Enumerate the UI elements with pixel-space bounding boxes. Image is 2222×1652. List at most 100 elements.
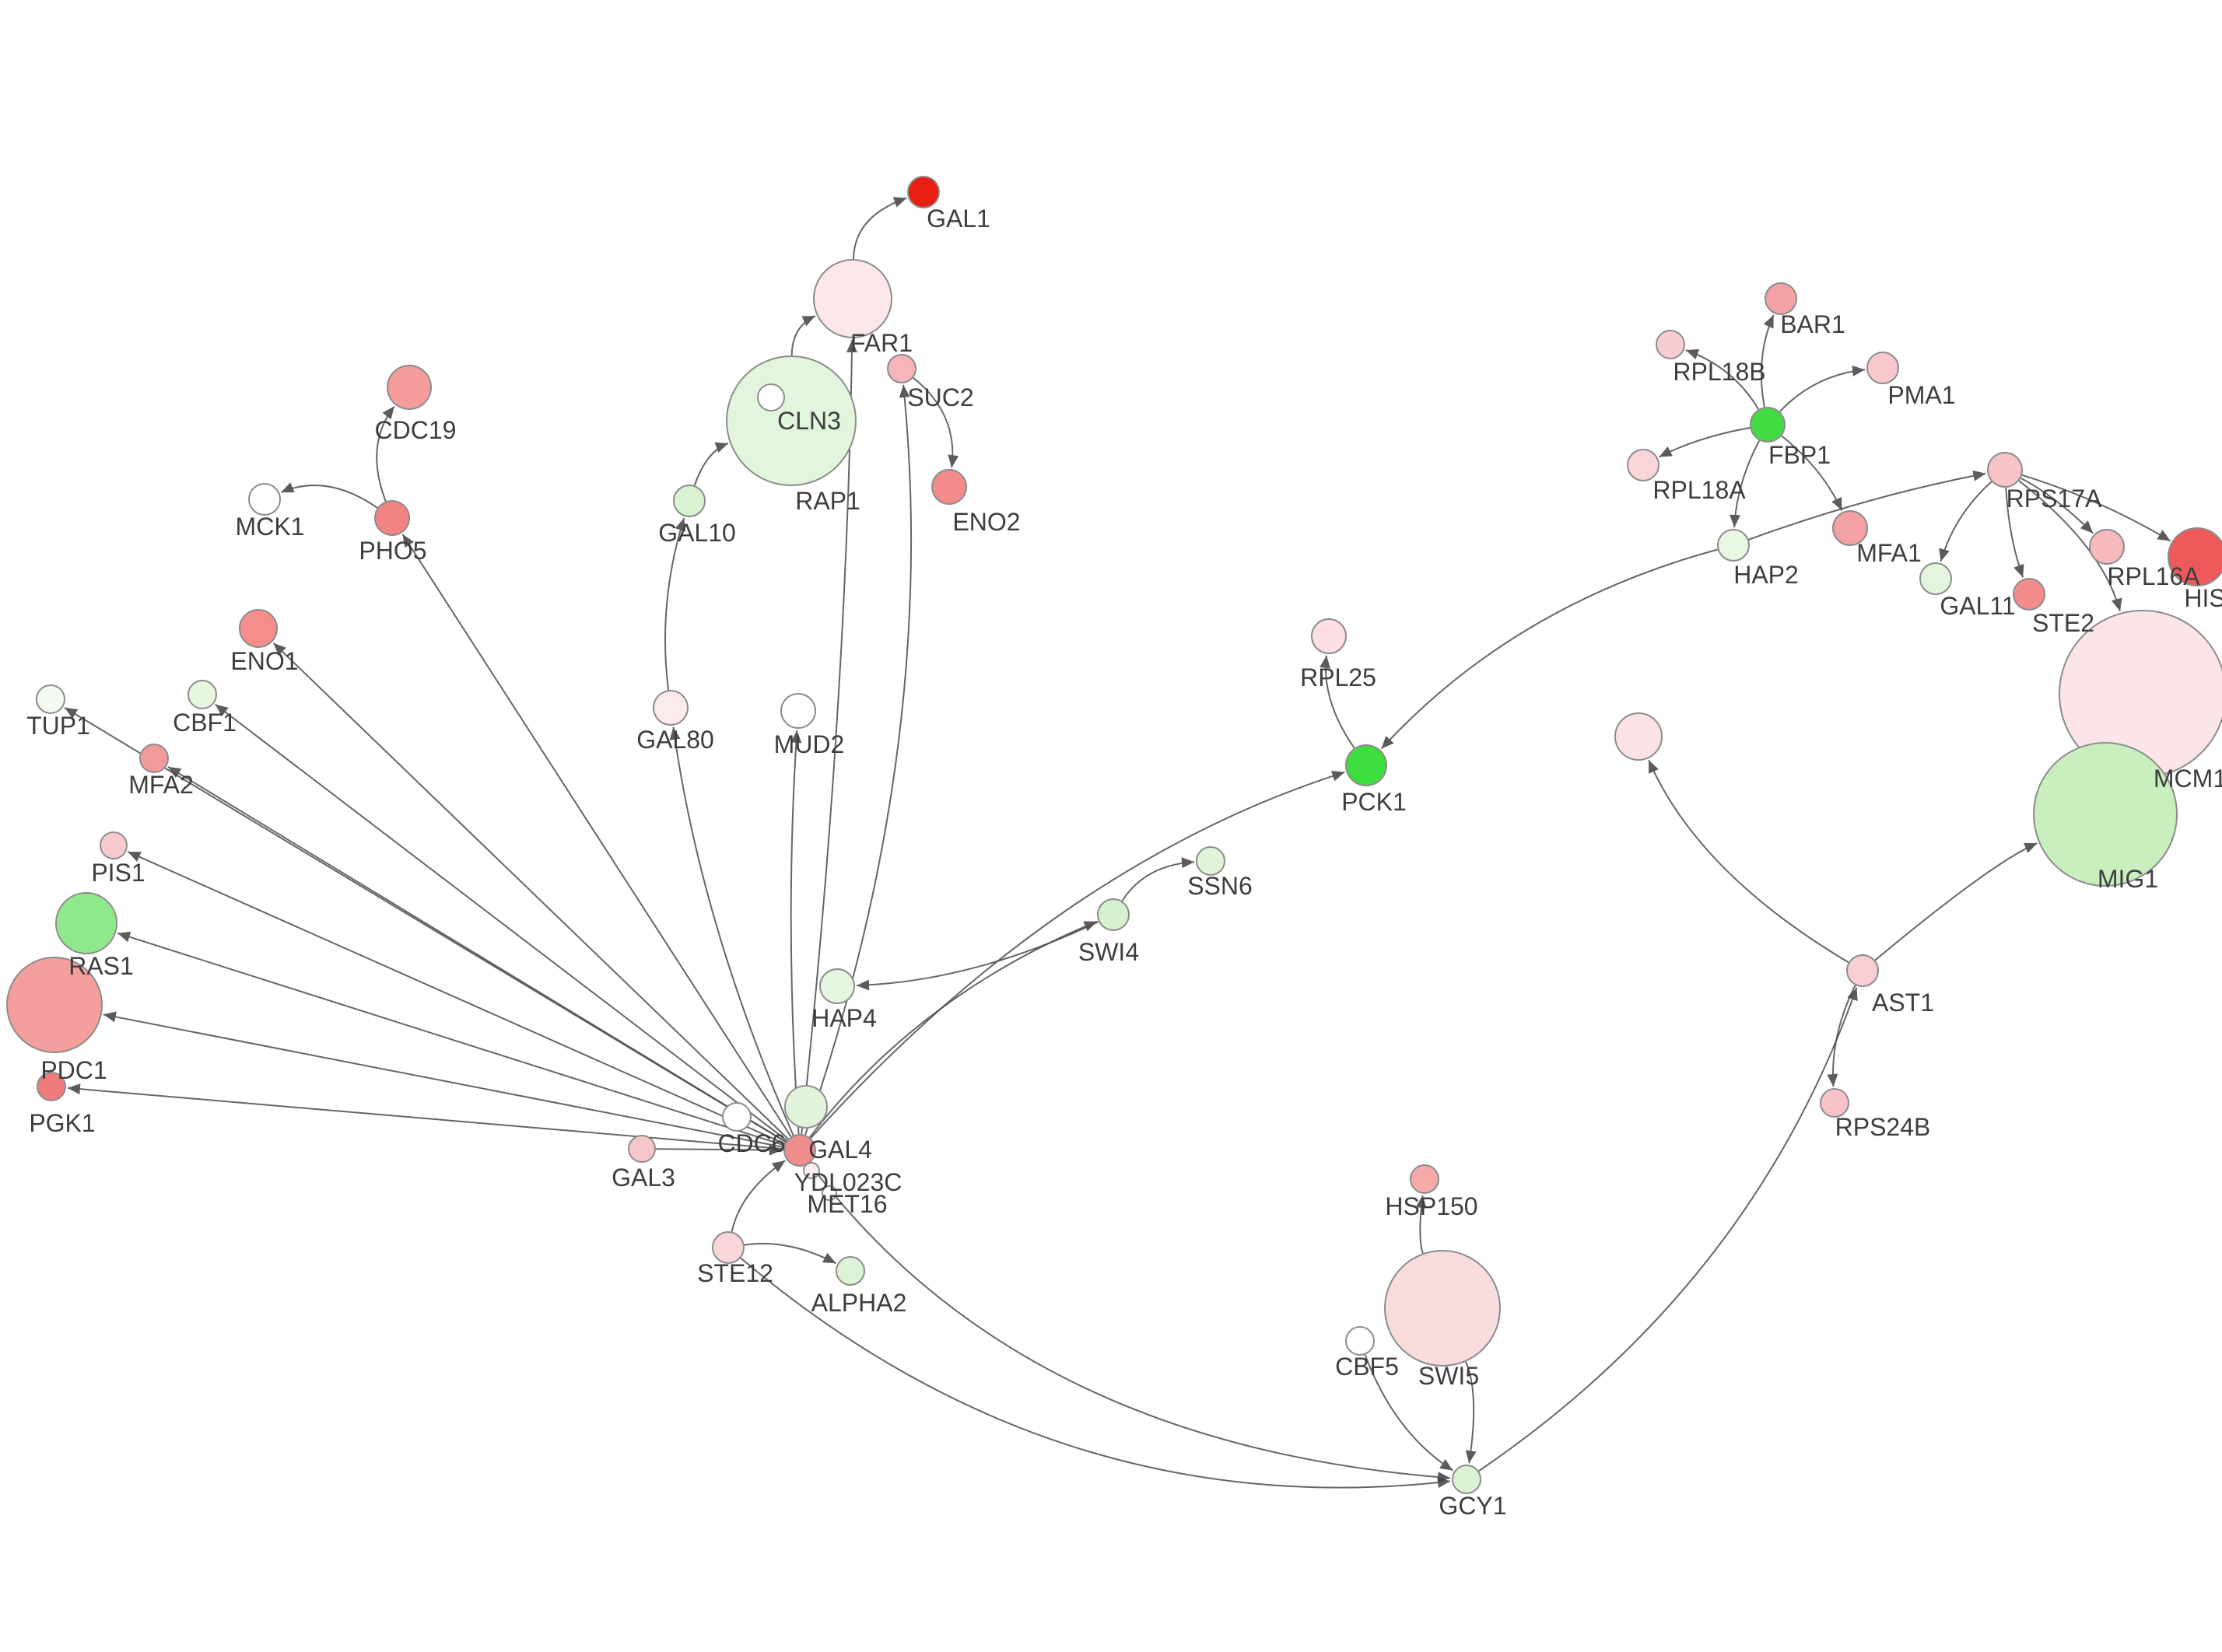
node-pdc1[interactable] xyxy=(6,957,103,1053)
node-mig1[interactable] xyxy=(2033,742,2178,887)
node-rpl18b[interactable] xyxy=(1656,330,1685,359)
edge-gcy1-ast1[interactable] xyxy=(1478,987,1858,1472)
node-rpl18a[interactable] xyxy=(1627,449,1659,481)
edge-pho5-cdc19[interactable] xyxy=(376,405,395,502)
edge-gal4-gcy1[interactable] xyxy=(808,1163,1451,1483)
edge-gal3-gal4[interactable] xyxy=(655,1144,783,1156)
edge-rps17a-gal11[interactable] xyxy=(1939,481,1992,562)
edge-gal4-mud2[interactable] xyxy=(790,730,802,1135)
node-gal10[interactable] xyxy=(673,485,706,517)
node-mfa1[interactable] xyxy=(1832,510,1868,546)
edge-pho5-mck1[interactable] xyxy=(280,482,378,509)
edge-swi5-hsp150[interactable] xyxy=(1415,1195,1427,1254)
edge-fbp1-hap2[interactable] xyxy=(1730,439,1761,528)
node-pck1[interactable] xyxy=(1345,744,1387,786)
node-his4[interactable] xyxy=(2168,527,2222,586)
edge-rps17a-rpl16a[interactable] xyxy=(2020,477,2094,534)
edge-ste12-gal4[interactable] xyxy=(731,1160,786,1232)
node-pma1[interactable] xyxy=(1866,352,1899,384)
node-gal11[interactable] xyxy=(1919,562,1952,595)
node-eno1[interactable] xyxy=(239,609,278,648)
edge-swi5-gcy1[interactable] xyxy=(1465,1361,1477,1464)
node-hap4[interactable] xyxy=(819,968,855,1004)
node-gal4[interactable] xyxy=(783,1134,816,1167)
edge-gal4-pho5[interactable] xyxy=(401,534,792,1137)
node-rps17a[interactable] xyxy=(1987,452,2023,488)
edge-gal4-pis1[interactable] xyxy=(127,851,786,1145)
node-cdc6[interactable] xyxy=(722,1102,752,1132)
edge-gal4-pdc1[interactable] xyxy=(103,1011,784,1148)
edge-ste12-gcy1[interactable] xyxy=(740,1257,1451,1489)
node-mck1[interactable] xyxy=(248,483,281,516)
node-hsp150[interactable] xyxy=(1410,1164,1439,1194)
edge-gal4-pck1[interactable] xyxy=(810,770,1345,1139)
node-ast1[interactable] xyxy=(1846,954,1879,987)
edge-gal4-pgk1[interactable] xyxy=(67,1083,784,1150)
edge-gal4-mfa2[interactable] xyxy=(167,766,787,1143)
node-ras1[interactable] xyxy=(55,892,117,954)
node-cbf5[interactable] xyxy=(1345,1326,1375,1356)
edge-swi4-ssn6[interactable] xyxy=(1121,857,1195,901)
node-pgk1[interactable] xyxy=(37,1072,66,1101)
node-eno2[interactable] xyxy=(931,469,967,505)
edge-hap2-pck1[interactable] xyxy=(1380,548,1718,750)
edge-ste12-alpha2[interactable] xyxy=(744,1242,836,1265)
node-hubg[interactable] xyxy=(784,1085,828,1129)
edge-ast1-mig1[interactable] xyxy=(1874,842,2038,961)
node-ste2[interactable] xyxy=(2013,578,2045,611)
node-pho5[interactable] xyxy=(374,500,410,536)
edge-fbp1-rpl18b[interactable] xyxy=(1685,348,1760,410)
node-cdc19[interactable] xyxy=(387,365,432,410)
node-ssn6[interactable] xyxy=(1196,846,1225,876)
node-mud2[interactable] xyxy=(780,693,816,729)
node-suc2[interactable] xyxy=(887,354,916,383)
node-far1[interactable] xyxy=(813,259,892,338)
edge-gal4-far1[interactable] xyxy=(801,339,857,1135)
edge-pck1-rpl25[interactable] xyxy=(1320,655,1355,749)
node-rpl16a[interactable] xyxy=(2089,529,2125,565)
node-hap2[interactable] xyxy=(1717,529,1750,562)
edge-gal80-gal10[interactable] xyxy=(664,517,686,691)
edge-gal4-ras1[interactable] xyxy=(117,931,785,1146)
node-ydl023c[interactable] xyxy=(803,1162,820,1179)
node-pis1[interactable] xyxy=(100,831,128,859)
node-bar1[interactable] xyxy=(1765,282,1797,315)
edge-rps17a-ste2[interactable] xyxy=(2005,487,2024,578)
node-cbf1[interactable] xyxy=(188,680,217,709)
edge-fbp1-mfa1[interactable] xyxy=(1781,435,1843,511)
node-met16[interactable] xyxy=(822,1185,837,1201)
edge-cbf5-gcy1[interactable] xyxy=(1364,1354,1453,1472)
edge-fbp1-bar1[interactable] xyxy=(1760,314,1775,408)
node-cln3[interactable] xyxy=(726,355,857,486)
node-gal1[interactable] xyxy=(907,176,940,208)
node-gal80[interactable] xyxy=(653,690,689,726)
edge-gal4-cbf1[interactable] xyxy=(215,703,787,1142)
edge-gal10-cln3[interactable] xyxy=(693,442,729,486)
node-nodex[interactable] xyxy=(1614,712,1663,761)
edge-suc2-eno2[interactable] xyxy=(913,377,959,468)
node-rap1[interactable] xyxy=(757,383,785,411)
node-swi5[interactable] xyxy=(1384,1250,1501,1367)
edge-ast1-nodex[interactable] xyxy=(1648,759,1849,964)
node-mfa2[interactable] xyxy=(139,744,169,773)
edge-swi4-hap4[interactable] xyxy=(856,921,1099,991)
edge-rps17a-his4[interactable] xyxy=(2021,474,2171,542)
node-fbp1[interactable] xyxy=(1750,407,1786,443)
node-ste12[interactable] xyxy=(712,1231,745,1264)
node-rps24b[interactable] xyxy=(1820,1088,1849,1118)
edge-hap2-rps17a[interactable] xyxy=(1748,470,1986,541)
edge-fbp1-pma1[interactable] xyxy=(1779,365,1866,412)
edge-fbp1-rpl18a[interactable] xyxy=(1659,427,1751,458)
edge-gal4-suc2[interactable] xyxy=(804,384,913,1136)
node-rpl25[interactable] xyxy=(1311,618,1347,654)
node-tup1[interactable] xyxy=(36,684,65,714)
edge-cln3-far1[interactable] xyxy=(790,315,816,356)
node-gcy1[interactable] xyxy=(1452,1465,1481,1494)
edge-far1-gal1[interactable] xyxy=(853,197,907,260)
edge-gal4-eno1[interactable] xyxy=(272,642,789,1140)
edge-rps17a-mcm1[interactable] xyxy=(2018,480,2122,612)
node-swi4[interactable] xyxy=(1097,898,1130,931)
edge-gal4-gal80[interactable] xyxy=(669,726,794,1136)
